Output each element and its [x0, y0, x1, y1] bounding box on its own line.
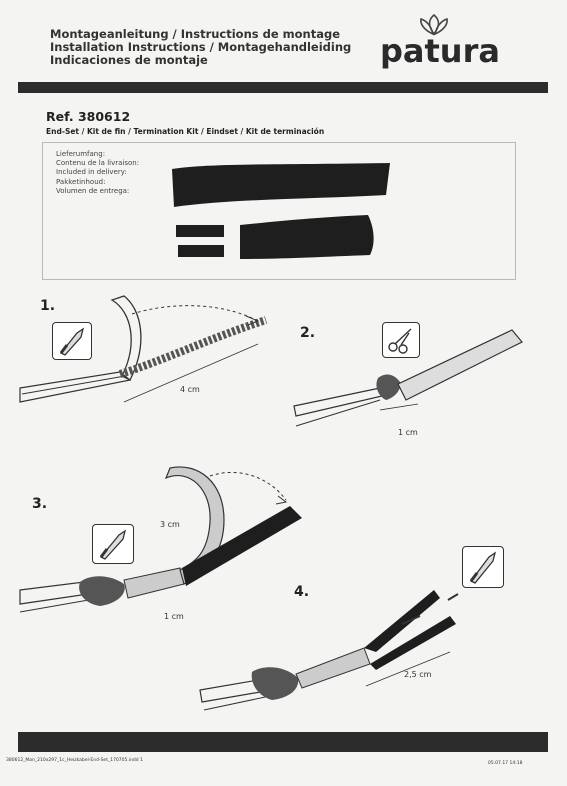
- step-3-measure-a: 3 cm: [160, 520, 180, 529]
- lotus-icon: [420, 13, 448, 36]
- step-2-measure: 1 cm: [398, 428, 418, 437]
- header-title-line-1: Montageanleitung / Instructions de monta…: [50, 27, 341, 41]
- step-2-illustration: [293, 329, 523, 427]
- step-3-tool-box: [92, 524, 134, 564]
- footer-file: 380612_Man_210x297_1c_Heizkabel-End-Set_…: [6, 758, 143, 763]
- delivery-label-es: Volumen de entrega:: [56, 186, 130, 195]
- header-title-line-2: Installation Instructions / Montagehandl…: [50, 40, 352, 54]
- step-3-number: 3.: [32, 496, 48, 512]
- step-1-illustration: [19, 295, 268, 403]
- step-4-tool-box: [462, 546, 504, 588]
- header-divider: [18, 82, 548, 93]
- step-2-number: 2.: [300, 325, 316, 341]
- knife-icon: [99, 529, 127, 560]
- header-title: Montageanleitung / Instructions de monta…: [50, 28, 351, 67]
- footer-divider: [18, 732, 548, 752]
- delivery-label-de: Lieferumfang:: [56, 150, 106, 158]
- delivery-label-nl: Pakketinhoud:: [56, 177, 106, 186]
- delivery-label-en: Included in delivery:: [56, 168, 127, 177]
- header-title-line-3: Indicaciones de montaje: [50, 53, 208, 67]
- step-3-measure-b: 1 cm: [164, 612, 184, 621]
- kit-parts-image: [172, 163, 390, 259]
- delivery-label-fr: Contenu de la livraison:: [56, 159, 140, 168]
- step-1-number: 1.: [40, 298, 56, 314]
- knife-icon: [469, 551, 497, 584]
- step-3-illustration: [19, 466, 302, 613]
- scissors-icon: [388, 328, 412, 354]
- brand-logo: patura: [380, 32, 500, 70]
- footer-date: 05.07.17 14:18: [488, 761, 523, 766]
- product-ref: Ref. 380612: [46, 109, 131, 124]
- step-2-tool-box: [382, 322, 420, 358]
- product-subtitle: End-Set / Kit de fin / Termination Kit /…: [46, 127, 325, 136]
- delivery-box: [42, 142, 516, 280]
- step-1-tool-box: [52, 322, 92, 360]
- step-1-measure: 4 cm: [180, 385, 200, 394]
- step-4-measure: 2,5 cm: [404, 670, 432, 679]
- step-4-number: 4.: [294, 584, 310, 600]
- delivery-labels: Lieferumfang: Contenu de la livraison: I…: [56, 150, 139, 196]
- step-4-illustration: [199, 590, 459, 711]
- knife-icon: [59, 327, 85, 356]
